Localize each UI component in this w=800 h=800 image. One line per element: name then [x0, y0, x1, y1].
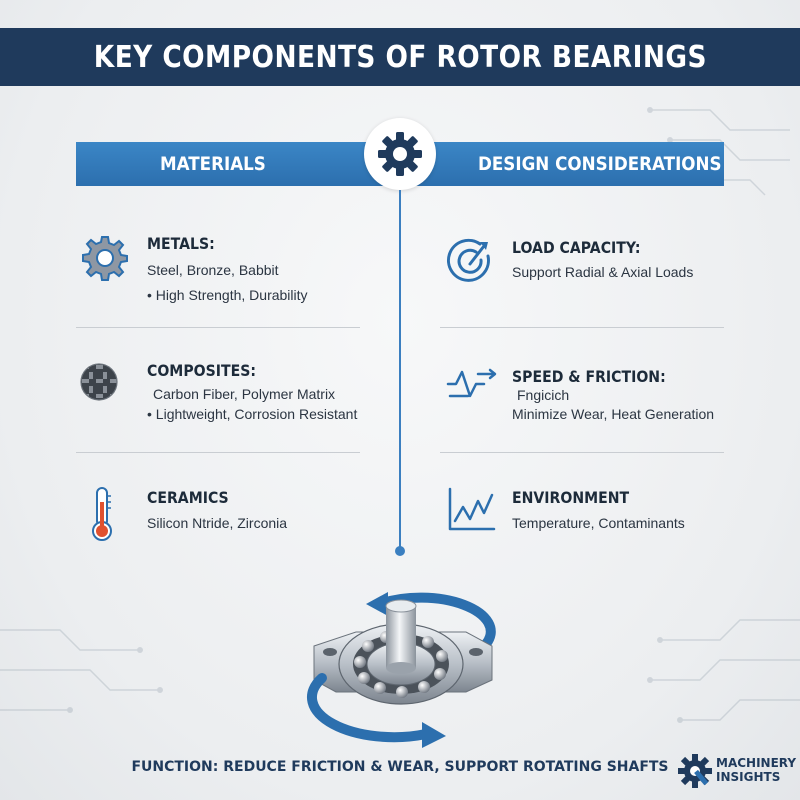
composites-properties: • Lightweight, Corrosion Resistant: [147, 406, 358, 422]
gear-icon: [82, 236, 128, 281]
carbon-weave-icon: [80, 363, 118, 401]
separator: [76, 452, 360, 453]
center-gear-hub: [364, 118, 436, 190]
center-divider-line: [399, 190, 401, 550]
title-bar: KEY COMPONENTS OF ROTOR BEARINGS: [0, 28, 800, 86]
metals-title: METALS:: [147, 234, 215, 253]
thermometer-icon: [92, 487, 112, 541]
composites-title: COMPOSITES:: [147, 361, 256, 380]
logo-line-1: MACHINERY: [716, 756, 797, 770]
materials-header: MATERIALS: [160, 153, 266, 175]
load-gauge-icon: [446, 238, 490, 282]
environment-title: ENVIRONMENT: [512, 488, 630, 507]
ceramics-examples: Silicon Ntride, Zirconia: [147, 515, 288, 531]
machinery-insights-logo: MACHINERY INSIGHTS: [676, 748, 796, 792]
gear-wrench-logo-icon: [678, 754, 712, 788]
rotor-bearing-illustration: [307, 592, 496, 748]
metals-examples: Steel, Bronze, Babbit: [147, 262, 279, 278]
separator: [76, 327, 360, 328]
circuit-decoration-left-bottom: [0, 629, 163, 713]
speed-friction-garbled-line: Fngicich: [517, 387, 570, 403]
page-title: KEY COMPONENTS OF ROTOR BEARINGS: [93, 39, 707, 75]
design-considerations-header: DESIGN CONSIDERATIONS: [478, 153, 722, 175]
circuit-decoration-right-bottom: [647, 619, 800, 723]
friction-wave-icon: [446, 368, 497, 398]
speed-friction-detail: Minimize Wear, Heat Generation: [512, 406, 715, 422]
trend-chart-icon: [448, 487, 496, 531]
metals-properties: • High Strength, Durability: [147, 287, 308, 303]
load-capacity-title: LOAD CAPACITY:: [512, 238, 641, 257]
load-capacity-detail: Support Radial & Axial Loads: [512, 264, 694, 280]
speed-friction-title: SPEED & FRICTION:: [512, 367, 666, 386]
composites-examples: Carbon Fiber, Polymer Matrix: [153, 386, 336, 402]
gear-icon: [378, 132, 422, 176]
separator: [440, 452, 724, 453]
center-divider-dot: [395, 546, 405, 556]
logo-line-2: INSIGHTS: [716, 770, 781, 784]
environment-detail: Temperature, Contaminants: [512, 515, 685, 531]
function-statement: FUNCTION: REDUCE FRICTION & WEAR, SUPPOR…: [131, 759, 669, 775]
ceramics-title: CERAMICS: [147, 488, 229, 507]
separator: [440, 327, 724, 328]
